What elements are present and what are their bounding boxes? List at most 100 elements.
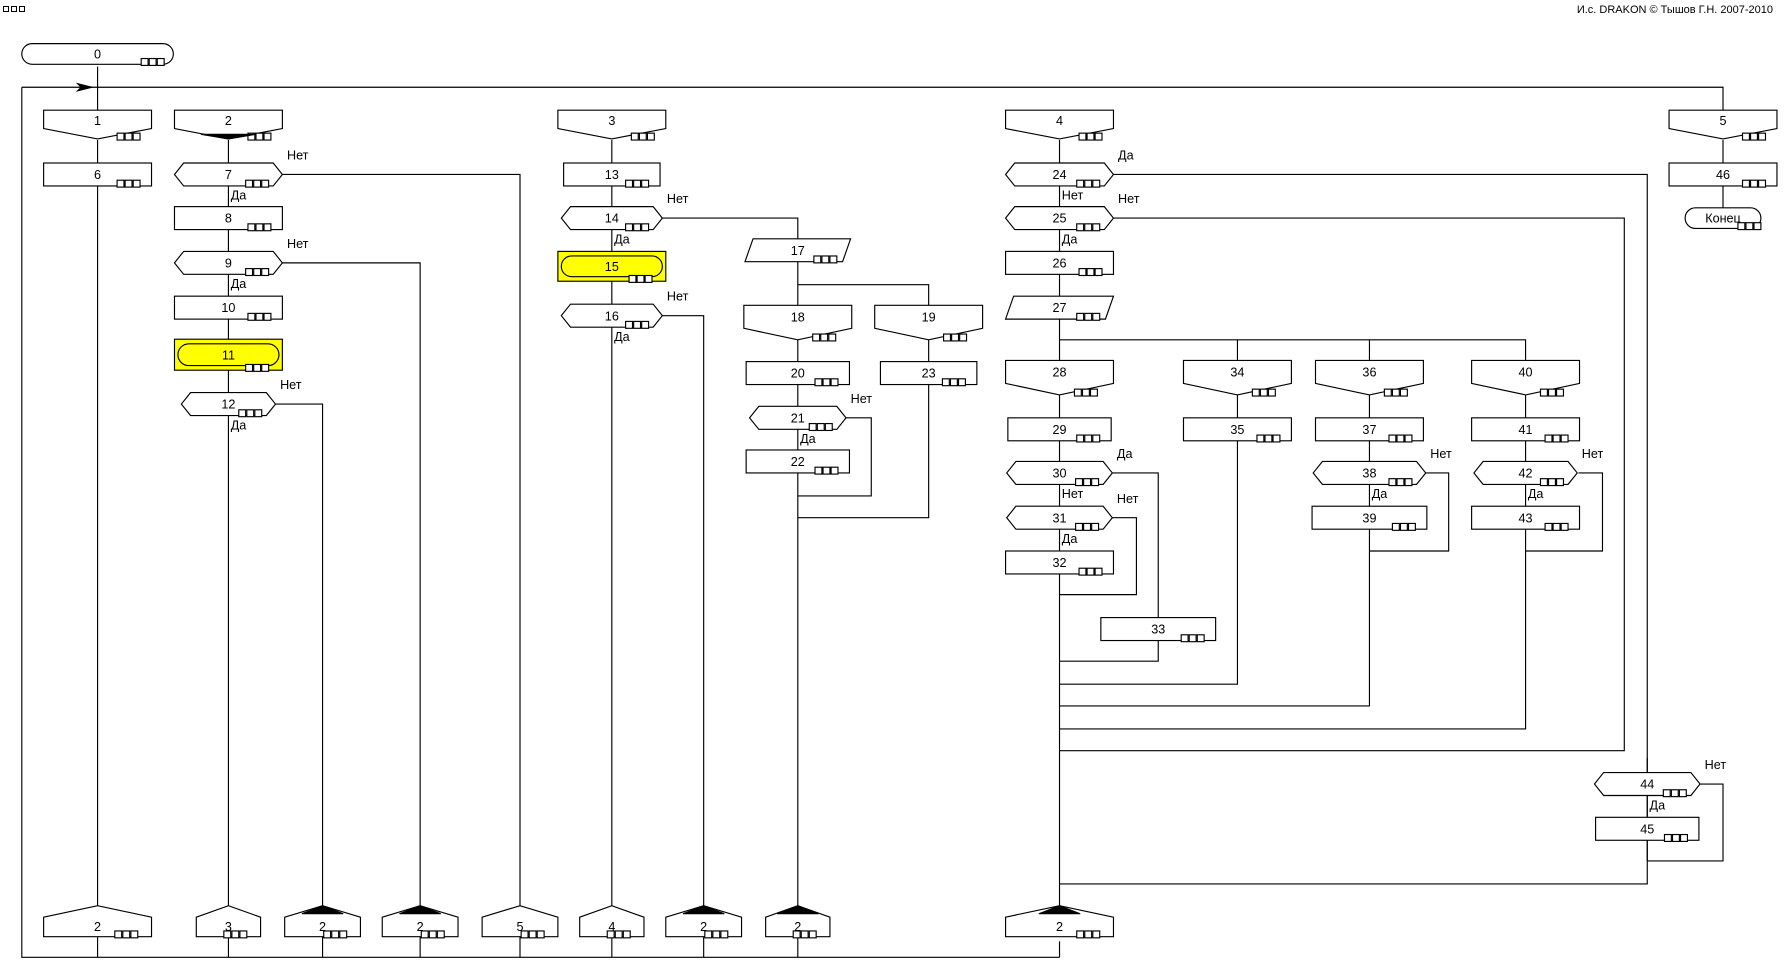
node-toolbar-icon[interactable] <box>812 333 837 342</box>
node-toolbar-icon[interactable] <box>1076 930 1101 939</box>
case-node[interactable]: 34 <box>1182 359 1292 397</box>
address-node[interactable]: 2 <box>43 905 153 939</box>
node-toolbar-icon[interactable] <box>792 930 817 939</box>
node-toolbar-icon[interactable] <box>1076 434 1101 443</box>
io-node[interactable]: 17 <box>744 238 852 264</box>
action-node[interactable]: 32 <box>1004 550 1115 576</box>
node-toolbar-icon[interactable] <box>1391 522 1416 531</box>
node-toolbar-icon[interactable] <box>625 320 650 329</box>
node-toolbar-icon[interactable] <box>1075 478 1100 487</box>
io-node[interactable]: 27 <box>1004 295 1115 321</box>
action-node[interactable]: 37 <box>1314 417 1424 443</box>
node-toolbar-icon[interactable] <box>814 466 839 475</box>
node-toolbar-icon[interactable] <box>247 312 272 321</box>
action-node[interactable]: 23 <box>879 361 978 387</box>
node-toolbar-icon[interactable] <box>941 378 966 387</box>
node-toolbar-icon[interactable] <box>1741 132 1767 141</box>
node-toolbar-icon[interactable] <box>813 255 838 264</box>
node-toolbar-icon[interactable] <box>1737 222 1762 231</box>
case-node[interactable]: 18 <box>743 304 853 342</box>
insertion-node-highlighted[interactable]: 15 <box>557 250 667 283</box>
insertion-node-highlighted[interactable]: 11 <box>173 338 283 372</box>
title-node[interactable]: 0 <box>21 43 174 67</box>
action-node[interactable]: 29 <box>1007 417 1112 443</box>
node-toolbar-icon[interactable] <box>1544 522 1569 531</box>
action-node[interactable]: 39 <box>1311 505 1428 531</box>
action-node[interactable]: 46 <box>1668 162 1778 188</box>
node-toolbar-icon[interactable] <box>1076 223 1101 232</box>
node-toolbar-icon[interactable] <box>247 132 272 141</box>
node-toolbar-icon[interactable] <box>245 179 270 188</box>
node-toolbar-icon[interactable] <box>520 930 545 939</box>
action-node[interactable]: 43 <box>1471 505 1581 531</box>
node-toolbar-icon[interactable] <box>1251 388 1276 397</box>
action-node[interactable]: 20 <box>745 361 851 387</box>
address-node[interactable]: 2 <box>381 905 459 939</box>
node-toolbar-icon[interactable] <box>1741 179 1767 188</box>
address-node[interactable]: 2 <box>284 905 362 939</box>
node-toolbar-icon[interactable] <box>704 930 729 939</box>
address-node[interactable]: 4 <box>579 905 645 939</box>
node-toolbar-icon[interactable] <box>1539 478 1565 487</box>
case-node[interactable]: 40 <box>1471 359 1581 397</box>
address-node[interactable]: 5 <box>481 905 559 939</box>
action-node[interactable]: 35 <box>1182 417 1292 443</box>
action-node[interactable]: 8 <box>173 206 283 232</box>
branch-header[interactable]: 1 <box>43 109 153 141</box>
case-node[interactable]: 19 <box>874 304 984 342</box>
node-toolbar-icon[interactable] <box>1075 522 1100 531</box>
node-toolbar-icon[interactable] <box>808 423 833 432</box>
action-node[interactable]: 22 <box>745 449 851 475</box>
node-toolbar-icon[interactable] <box>1663 833 1689 842</box>
node-toolbar-icon[interactable] <box>606 930 631 939</box>
node-toolbar-icon[interactable] <box>245 363 270 372</box>
node-toolbar-icon[interactable] <box>1078 268 1103 277</box>
node-toolbar-icon[interactable] <box>1539 388 1565 397</box>
node-toolbar-icon[interactable] <box>1544 434 1569 443</box>
node-toolbar-icon[interactable] <box>1076 312 1101 321</box>
three-small-squares-icon[interactable] <box>3 6 25 12</box>
node-toolbar-icon[interactable] <box>943 333 968 342</box>
node-toolbar-icon[interactable] <box>247 223 272 232</box>
action-node[interactable]: 13 <box>563 162 661 188</box>
node-toolbar-icon[interactable] <box>1383 388 1408 397</box>
node-toolbar-icon[interactable] <box>625 179 650 188</box>
address-node[interactable]: 2 <box>665 905 743 939</box>
node-toolbar-icon[interactable] <box>1388 478 1413 487</box>
node-toolbar-icon[interactable] <box>1078 132 1103 141</box>
action-node[interactable]: 45 <box>1595 816 1700 842</box>
action-node[interactable]: 10 <box>173 295 283 321</box>
branch-header[interactable]: 3 <box>557 109 667 141</box>
node-toolbar-icon[interactable] <box>1662 789 1687 798</box>
node-toolbar-icon[interactable] <box>223 930 248 939</box>
node-toolbar-icon[interactable] <box>116 179 141 188</box>
node-toolbar-icon[interactable] <box>140 57 165 67</box>
node-toolbar-icon[interactable] <box>1388 434 1413 443</box>
node-toolbar-icon[interactable] <box>1073 388 1098 397</box>
action-node[interactable]: 33 <box>1100 617 1217 643</box>
node-toolbar-icon[interactable] <box>420 930 445 939</box>
end-terminator[interactable]: Конец <box>1684 207 1762 231</box>
node-toolbar-icon[interactable] <box>1256 434 1281 443</box>
branch-header[interactable]: 4 <box>1004 109 1115 141</box>
node-toolbar-icon[interactable] <box>1078 567 1103 576</box>
address-node[interactable]: 2 <box>765 905 831 939</box>
node-toolbar-icon[interactable] <box>1180 634 1205 643</box>
node-toolbar-icon[interactable] <box>625 223 650 232</box>
node-toolbar-icon[interactable] <box>114 930 139 939</box>
node-toolbar-icon[interactable] <box>814 378 839 387</box>
case-node[interactable]: 28 <box>1004 359 1115 397</box>
node-toolbar-icon[interactable] <box>323 930 348 939</box>
node-toolbar-icon[interactable] <box>1076 179 1101 188</box>
action-node[interactable]: 41 <box>1471 417 1581 443</box>
